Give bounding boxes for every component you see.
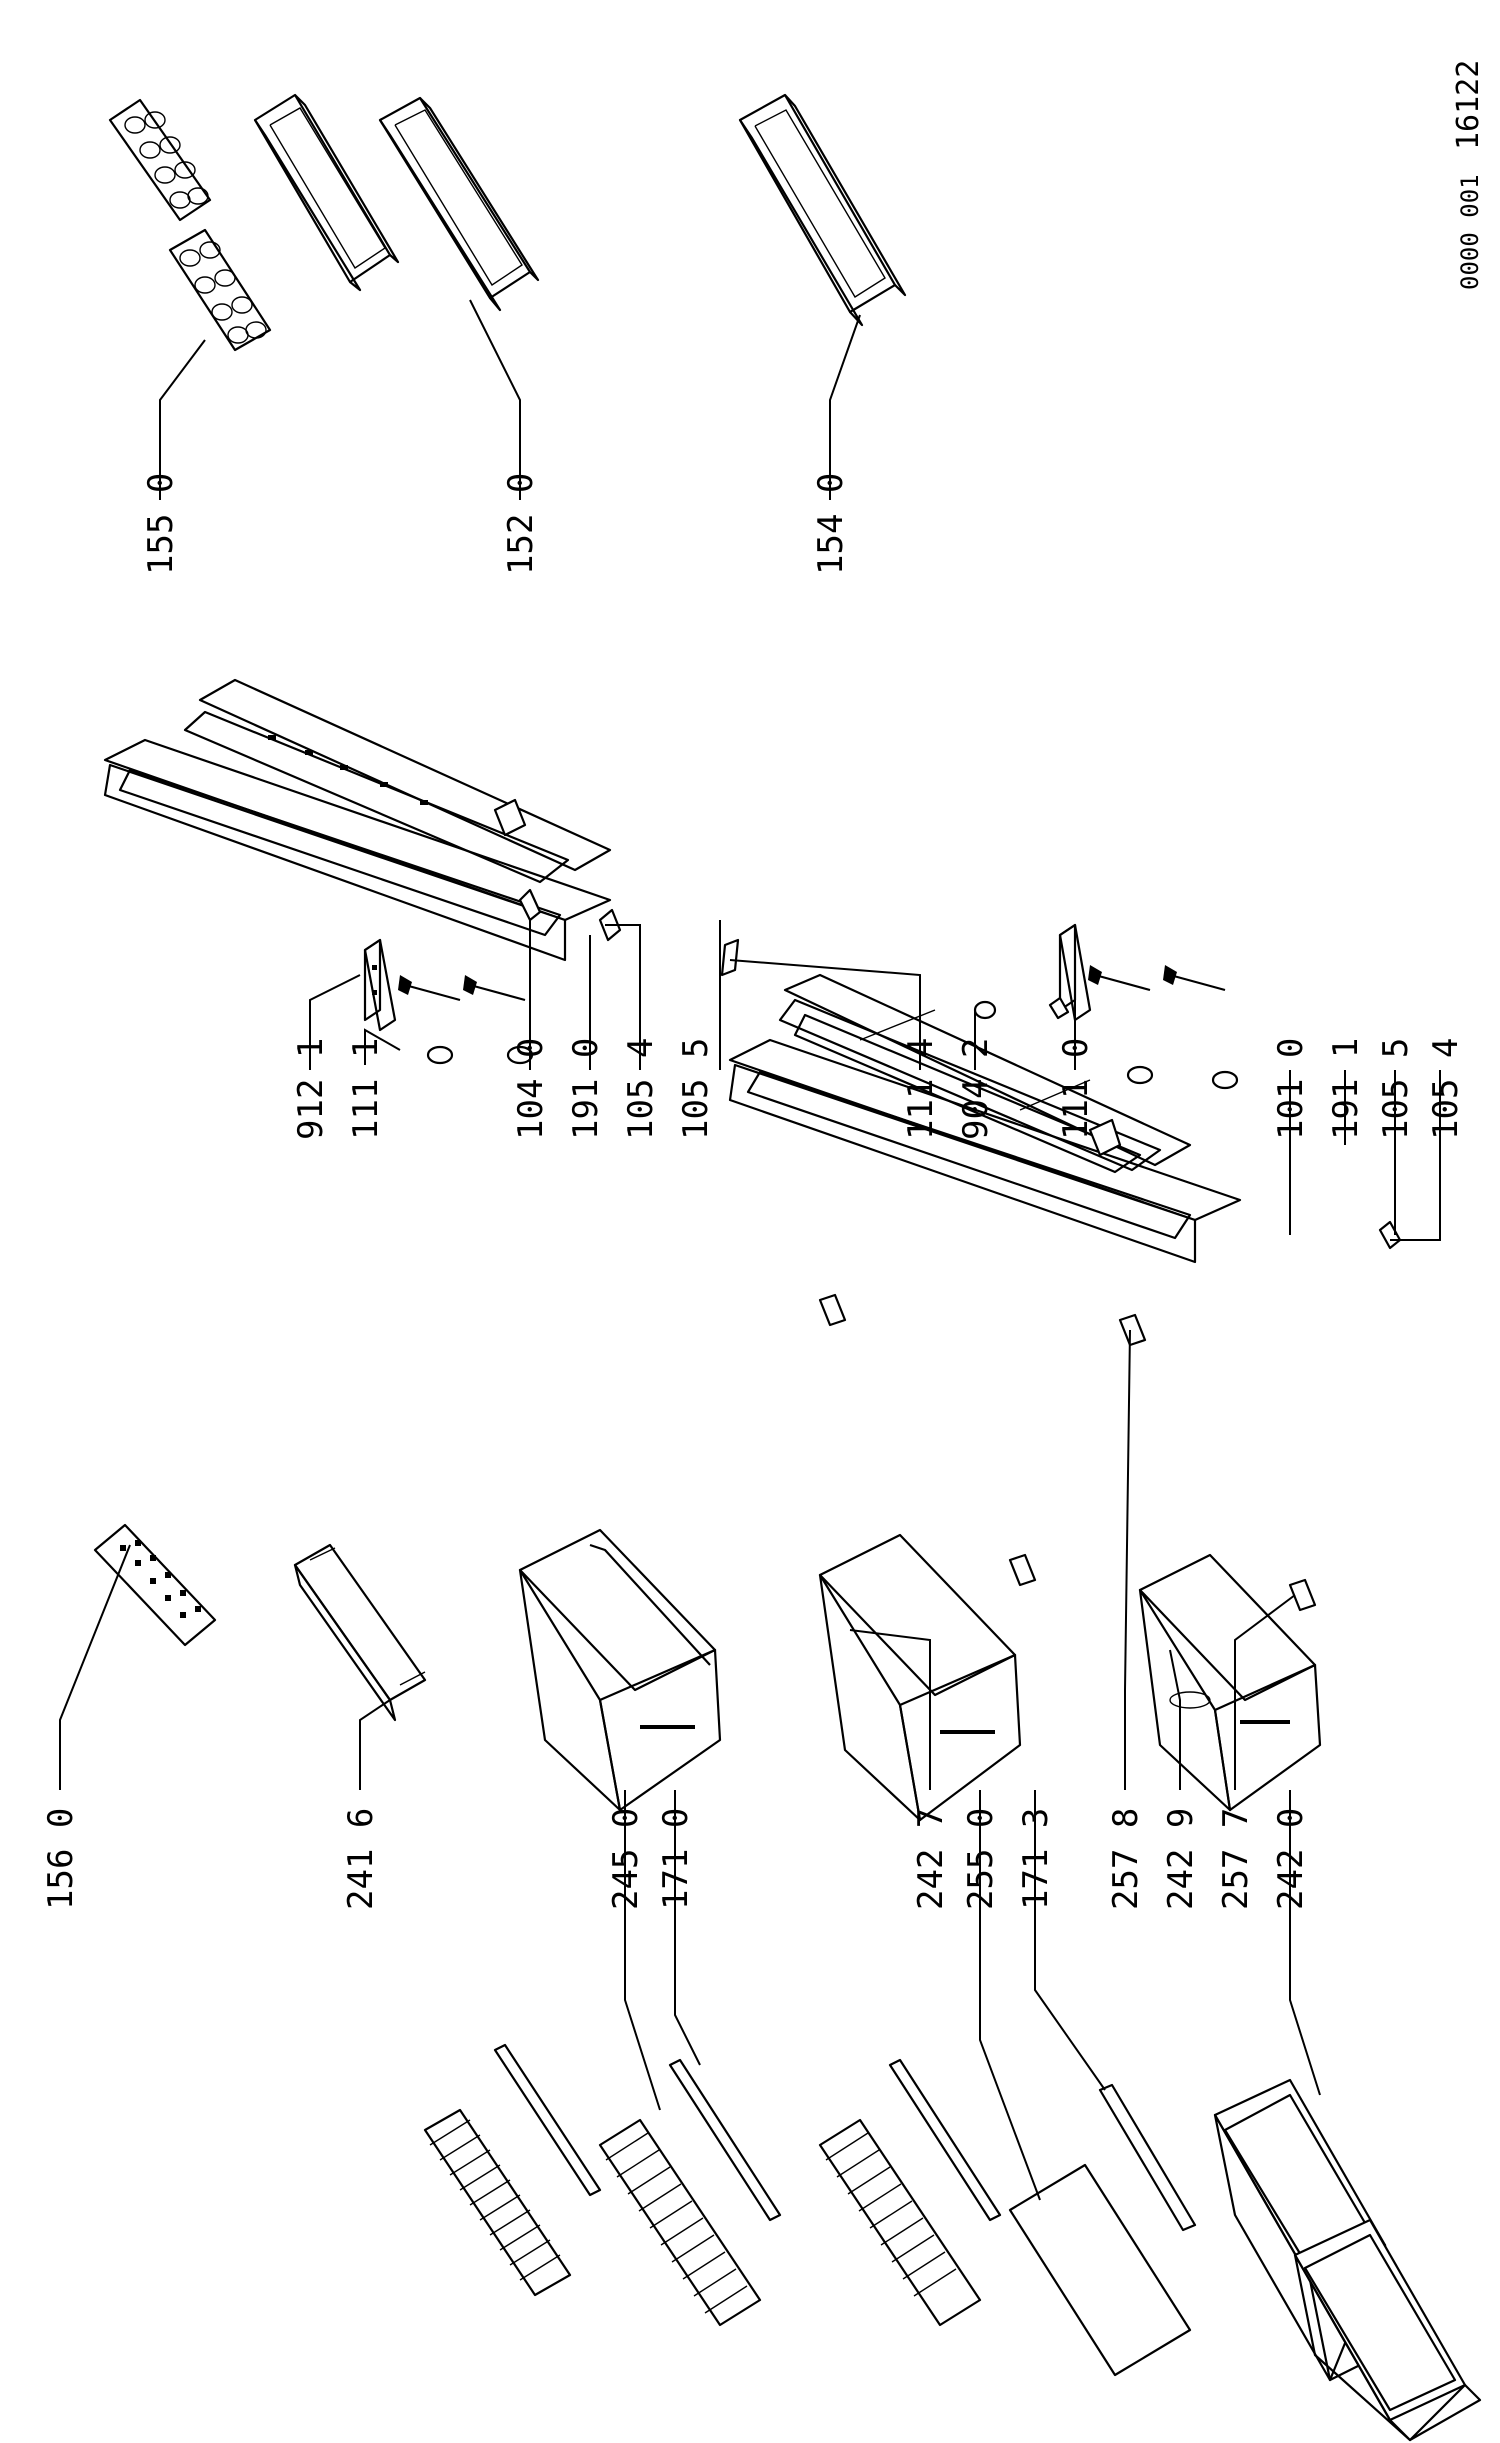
callout-257-8: 257 8 [1106, 1808, 1146, 1910]
wire-shelf-upper [423, 2043, 602, 2297]
flap-cover [293, 1543, 427, 1722]
wire-shelf-middle [598, 2058, 782, 2327]
callout-105-5-lower: 105 5 [1376, 1038, 1416, 1140]
drawer-upper [518, 1528, 722, 1812]
door-bin-upper [253, 93, 400, 292]
callout-242-7: 242 7 [911, 1808, 951, 1910]
callout-241-6: 241 6 [341, 1808, 381, 1910]
callout-904-2: 904 2 [956, 1038, 996, 1140]
callout-242-0: 242 0 [1271, 1808, 1311, 1910]
door-bin-middle [378, 96, 540, 312]
callout-111-0: 111 0 [1056, 1038, 1096, 1140]
drawing-code: 0000 001 [1456, 174, 1484, 290]
callout-191-1: 191 1 [1326, 1038, 1366, 1140]
egg-tray-pair [108, 98, 272, 352]
callout-111-1: 111 1 [346, 1038, 386, 1140]
callout-912-1: 912 1 [291, 1038, 331, 1140]
callout-101-0: 101 0 [1271, 1038, 1311, 1140]
drawer-middle [818, 1293, 1037, 1822]
callout-154-0: 154 0 [811, 473, 851, 575]
callout-105-4-lower: 105 4 [1426, 1038, 1466, 1140]
callout-156-0: 156 0 [41, 1808, 81, 1910]
callout-155-0: 155 0 [141, 473, 181, 575]
callout-104-0: 104 0 [511, 1038, 551, 1140]
upper-door-hinge [363, 938, 397, 1032]
upper-door-screws [398, 975, 534, 1065]
storage-box-pair [1213, 2078, 1482, 2442]
callout-171-0: 171 0 [656, 1808, 696, 1910]
callout-245-0: 245 0 [606, 1808, 646, 1910]
callout-255-0: 255 0 [961, 1808, 1001, 1910]
document-number: 16122 0000 001 [1451, 60, 1486, 290]
callout-242-9: 242 9 [1161, 1808, 1201, 1910]
callout-105-4-upper: 105 4 [621, 1038, 661, 1140]
lower-door-screws [973, 965, 1402, 1250]
upper-door-assembly [103, 678, 612, 962]
callout-152-0: 152 0 [501, 473, 541, 575]
glass-shelf [1008, 2083, 1197, 2377]
crisper-lower [1118, 1313, 1322, 1812]
lower-door-assembly [728, 973, 1242, 1264]
callout-105-5-upper: 105 5 [676, 1038, 716, 1140]
callout-191-0: 191 0 [566, 1038, 606, 1140]
callout-171-3: 171 3 [1016, 1808, 1056, 1910]
callout-111-4: 111 4 [901, 1038, 941, 1140]
wire-shelf-lower [818, 2058, 1002, 2327]
door-bin-lower [738, 93, 907, 327]
drawing-number: 16122 [1451, 60, 1486, 150]
lower-door-handle-strip [720, 938, 740, 977]
callout-257-7: 257 7 [1216, 1808, 1256, 1910]
